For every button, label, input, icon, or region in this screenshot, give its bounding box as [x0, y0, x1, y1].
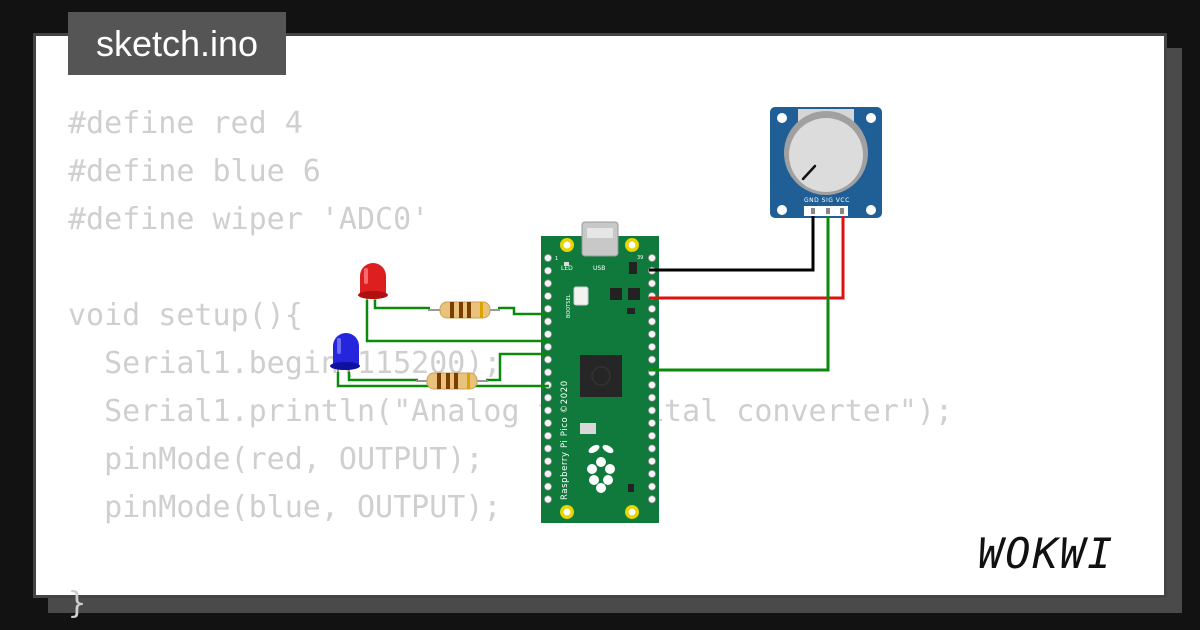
pico-pin[interactable]: [544, 469, 553, 478]
pico-pin[interactable]: [544, 368, 553, 377]
pico-pin[interactable]: [648, 419, 657, 428]
pot-pin-gnd[interactable]: [811, 208, 815, 214]
code-line: pinMode(blue, OUTPUT);: [68, 490, 502, 525]
pot-pin-labels: GND SIG VCC: [804, 197, 850, 204]
wire-vcc[interactable]: [649, 216, 845, 300]
led-blue[interactable]: [330, 333, 360, 372]
pico-pin[interactable]: [544, 253, 553, 262]
pico-pin[interactable]: [648, 431, 657, 440]
wire-red-resistor[interactable]: [498, 306, 549, 316]
code-line: #define wiper 'ADC0': [68, 202, 430, 237]
rp2040-chip: [580, 355, 622, 397]
pico-pin[interactable]: [544, 304, 553, 313]
svg-text:WOKWI: WOKWI: [978, 529, 1114, 578]
wire-gnd[interactable]: [649, 216, 815, 272]
pico-pin[interactable]: [544, 393, 553, 402]
pico-pin[interactable]: [648, 253, 657, 262]
wire-blue-anode[interactable]: [347, 372, 418, 382]
potentiometer[interactable]: GND SIG VCC: [770, 107, 882, 218]
pico-pin[interactable]: [544, 330, 553, 339]
pico-pin[interactable]: [544, 431, 553, 440]
pico-pin[interactable]: [648, 330, 657, 339]
pot-pin-vcc[interactable]: [840, 208, 844, 214]
wire-wiper[interactable]: [649, 216, 830, 372]
pico-pin[interactable]: [544, 419, 553, 428]
pot-indicator: [801, 164, 817, 181]
usb-connector: [581, 221, 619, 257]
wire-red-cathode[interactable]: [365, 300, 549, 343]
pico-pin[interactable]: [544, 279, 553, 288]
pico-pin[interactable]: [544, 482, 553, 491]
pico-pin[interactable]: [648, 393, 657, 402]
pico-pin[interactable]: [544, 406, 553, 415]
pico-pin[interactable]: [544, 292, 553, 301]
pico-pin[interactable]: [544, 444, 553, 453]
pico-pin[interactable]: [544, 317, 553, 326]
led-label: LED: [561, 265, 573, 272]
wire-blue-cathode[interactable]: [336, 372, 549, 388]
pico-pin[interactable]: [648, 279, 657, 288]
pico-pin[interactable]: [648, 406, 657, 415]
code-line: #define red 4: [68, 106, 303, 141]
pico-pin[interactable]: [544, 355, 553, 364]
pico-pin[interactable]: [648, 317, 657, 326]
pico-pin[interactable]: [648, 304, 657, 313]
pico-pin-headers: [544, 253, 657, 504]
board-silkscreen: Raspberry Pi Pico ©2020: [560, 380, 570, 500]
pico-pin[interactable]: [648, 355, 657, 364]
wokwi-logo: WOKWI: [978, 529, 1114, 578]
pico-board[interactable]: LED USB 1 2 39 BOOTSEL Ra: [541, 221, 659, 523]
code-line: pinMode(red, OUTPUT);: [68, 442, 484, 477]
pico-pin[interactable]: [648, 457, 657, 466]
pico-pin[interactable]: [544, 266, 553, 275]
pin-number-label: 1: [555, 256, 558, 262]
bootsel-label: BOOTSEL: [566, 294, 572, 318]
code-line: void setup(){: [68, 298, 303, 333]
pico-pin[interactable]: [648, 444, 657, 453]
pico-pin[interactable]: [648, 469, 657, 478]
code-line: #define blue 6: [68, 154, 321, 189]
usb-label: USB: [593, 265, 605, 272]
code-line: }: [68, 586, 87, 621]
resistor-blue[interactable]: [416, 372, 488, 390]
pin-number-label: 39: [637, 255, 643, 261]
pico-pin[interactable]: [648, 482, 657, 491]
pico-pin[interactable]: [648, 495, 657, 504]
pot-knob[interactable]: [789, 118, 863, 192]
pot-pin-sig[interactable]: [826, 208, 830, 214]
wire-blue-resistor[interactable]: [486, 352, 549, 382]
resistor-red[interactable]: [428, 301, 500, 319]
pico-pin[interactable]: [544, 495, 553, 504]
sketch-title: sketch.ino: [68, 12, 286, 75]
led-red[interactable]: [358, 263, 388, 300]
pico-pin[interactable]: [544, 457, 553, 466]
pico-pin[interactable]: [544, 342, 553, 351]
raspberry-logo-icon: [587, 444, 615, 493]
pico-pin[interactable]: [648, 342, 657, 351]
bootsel-button[interactable]: [573, 286, 589, 306]
pico-pin[interactable]: [648, 380, 657, 389]
onboard-led: [564, 262, 569, 266]
